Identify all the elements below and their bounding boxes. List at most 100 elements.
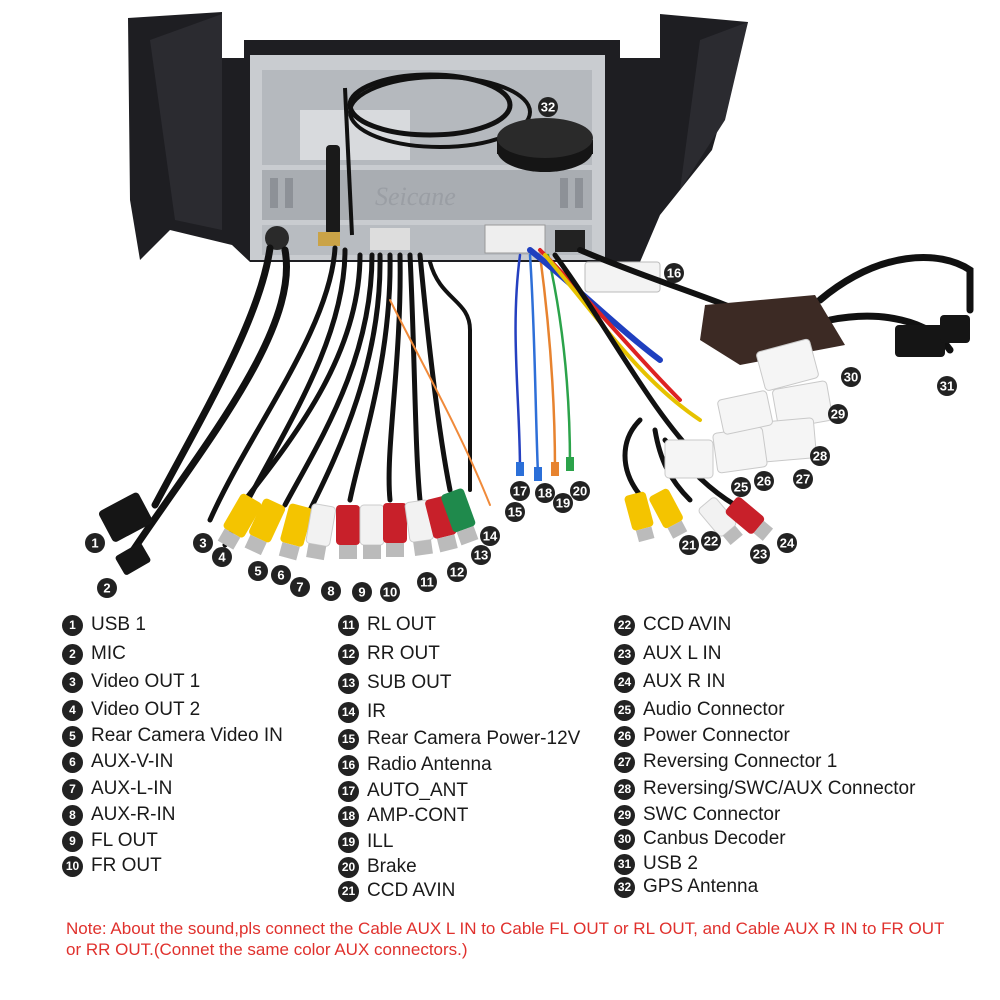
legend-label: USB 2 bbox=[643, 853, 698, 874]
legend-label: Audio Connector bbox=[643, 699, 785, 720]
callout-2: 2 bbox=[97, 578, 117, 598]
legend-number-badge: 4 bbox=[62, 699, 83, 721]
svg-text:14: 14 bbox=[483, 529, 498, 544]
svg-text:11: 11 bbox=[420, 575, 434, 590]
legend-label: Brake bbox=[367, 856, 417, 877]
svg-text:22: 22 bbox=[704, 534, 718, 549]
legend-number-badge: 10 bbox=[62, 855, 83, 877]
wiring-diagram-photo: Seicane bbox=[85, 12, 974, 602]
svg-text:4: 4 bbox=[218, 550, 226, 565]
svg-text:12: 12 bbox=[450, 565, 464, 580]
svg-text:9: 9 bbox=[358, 585, 365, 600]
legend-number-badge: 27 bbox=[614, 751, 635, 773]
svg-text:30: 30 bbox=[844, 370, 858, 385]
legend-number-badge: 16 bbox=[338, 754, 359, 776]
legend-label: SUB OUT bbox=[367, 672, 452, 693]
callout-6: 6 bbox=[271, 565, 291, 585]
svg-text:31: 31 bbox=[940, 379, 954, 394]
svg-text:26: 26 bbox=[757, 474, 771, 489]
legend-item-16: 16 Radio Antenna bbox=[338, 754, 492, 776]
svg-text:20: 20 bbox=[573, 484, 587, 499]
legend-label: IR bbox=[367, 701, 386, 722]
legend-number-badge: 28 bbox=[614, 778, 635, 800]
callout-22: 22 bbox=[701, 531, 721, 551]
callout-1: 1 bbox=[85, 533, 105, 553]
svg-text:18: 18 bbox=[538, 486, 552, 501]
svg-text:21: 21 bbox=[682, 538, 696, 553]
legend-label: Reversing/SWC/AUX Connector bbox=[643, 778, 916, 799]
callout-12: 12 bbox=[447, 562, 467, 582]
callout-24: 24 bbox=[777, 533, 797, 553]
legend-label: FR OUT bbox=[91, 855, 162, 876]
callout-10: 10 bbox=[380, 582, 400, 602]
svg-text:28: 28 bbox=[813, 449, 827, 464]
svg-text:6: 6 bbox=[277, 568, 284, 583]
svg-text:1: 1 bbox=[91, 536, 98, 551]
legend-label: Radio Antenna bbox=[367, 754, 492, 775]
callout-13: 13 bbox=[471, 545, 491, 565]
callout-29: 29 bbox=[828, 404, 848, 424]
legend-item-9: 9 FL OUT bbox=[62, 830, 158, 852]
legend-number-badge: 31 bbox=[614, 853, 635, 875]
legend-label: FL OUT bbox=[91, 830, 158, 851]
legend-label: Rear Camera Power-12V bbox=[367, 728, 581, 749]
svg-text:5: 5 bbox=[254, 564, 261, 579]
svg-text:32: 32 bbox=[541, 100, 555, 115]
legend-number-badge: 8 bbox=[62, 804, 83, 826]
legend-number-badge: 32 bbox=[614, 876, 635, 898]
legend-number-badge: 22 bbox=[614, 614, 635, 636]
legend-number-badge: 6 bbox=[62, 751, 83, 773]
usb2-plug bbox=[895, 325, 945, 357]
legend-number-badge: 26 bbox=[614, 725, 635, 747]
callout-15: 15 bbox=[505, 502, 525, 522]
legend-item-25: 25 Audio Connector bbox=[614, 699, 785, 721]
rca-plugs-aux bbox=[624, 488, 774, 546]
callout-5: 5 bbox=[248, 561, 268, 581]
legend-number-badge: 11 bbox=[338, 614, 359, 636]
legend-number-badge: 9 bbox=[62, 830, 83, 852]
svg-text:24: 24 bbox=[780, 536, 795, 551]
callout-3: 3 bbox=[193, 533, 213, 553]
legend-number-badge: 1 bbox=[62, 614, 83, 636]
callout-14: 14 bbox=[480, 526, 500, 546]
legend-number-badge: 25 bbox=[614, 699, 635, 721]
legend-number-badge: 21 bbox=[338, 880, 359, 902]
legend-label: Power Connector bbox=[643, 725, 790, 746]
svg-text:19: 19 bbox=[556, 496, 570, 511]
callout-30: 30 bbox=[841, 367, 861, 387]
svg-text:10: 10 bbox=[383, 585, 397, 600]
svg-text:29: 29 bbox=[831, 407, 845, 422]
rca-plugs-main bbox=[217, 488, 479, 561]
legend-item-28: 28 Reversing/SWC/AUX Connector bbox=[614, 778, 915, 800]
svg-text:25: 25 bbox=[734, 480, 748, 495]
legend-number-badge: 18 bbox=[338, 805, 359, 827]
legend-label: Video OUT 2 bbox=[91, 699, 201, 720]
callout-26: 26 bbox=[754, 471, 774, 491]
legend-item-10: 10 FR OUT bbox=[62, 855, 162, 877]
svg-text:2: 2 bbox=[103, 581, 110, 596]
svg-text:17: 17 bbox=[513, 484, 527, 499]
callout-23: 23 bbox=[750, 544, 770, 564]
legend-label: Rear Camera Video IN bbox=[91, 725, 283, 746]
legend-number-badge: 12 bbox=[338, 643, 359, 665]
legend-number-badge: 7 bbox=[62, 778, 83, 800]
callout-4: 4 bbox=[212, 547, 232, 567]
legend-number-badge: 17 bbox=[338, 780, 359, 802]
legend-number-badge: 14 bbox=[338, 701, 359, 723]
